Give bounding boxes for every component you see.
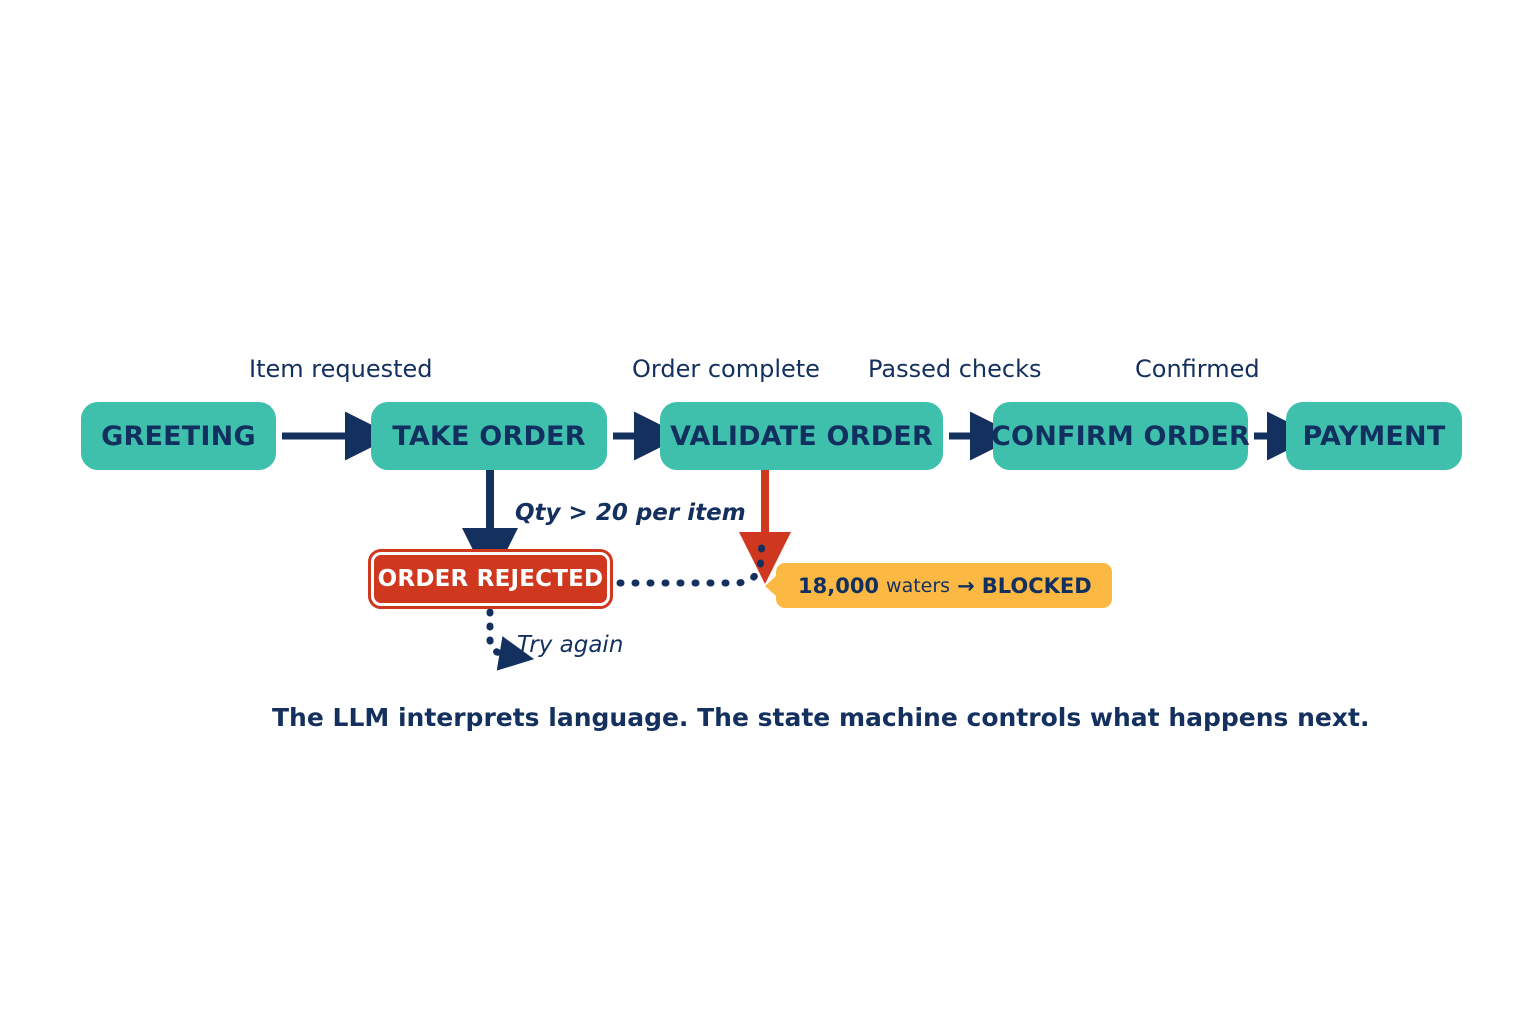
edge-label-try-again: Try again bbox=[517, 632, 624, 658]
state-validate-order-label: VALIDATE ORDER bbox=[670, 420, 933, 452]
state-order-rejected-label: ORDER REJECTED bbox=[377, 566, 604, 592]
state-greeting[interactable]: GREETING bbox=[81, 402, 276, 470]
blocked-callout-badge: 18,000 waters → BLOCKED bbox=[776, 563, 1112, 608]
badge-verdict: BLOCKED bbox=[981, 573, 1092, 598]
state-greeting-label: GREETING bbox=[101, 420, 256, 452]
edge-label-qty-threshold: Qty > 20 per item bbox=[515, 500, 746, 526]
dotted-connector-rejected-to-badge bbox=[616, 537, 766, 587]
state-take-order[interactable]: TAKE ORDER bbox=[371, 402, 607, 470]
edge-label-item-requested: Item requested bbox=[249, 355, 433, 383]
state-confirm-order[interactable]: CONFIRM ORDER bbox=[991, 402, 1250, 470]
badge-unit: waters bbox=[886, 574, 951, 597]
edge-label-passed-checks: Passed checks bbox=[868, 355, 1042, 383]
edge-label-confirmed: Confirmed bbox=[1135, 355, 1260, 383]
state-order-rejected[interactable]: ORDER REJECTED bbox=[368, 549, 613, 609]
dotted-connector-try-again bbox=[486, 608, 535, 671]
state-take-order-label: TAKE ORDER bbox=[392, 420, 586, 452]
state-validate-order[interactable]: VALIDATE ORDER bbox=[660, 402, 943, 470]
badge-arrow-icon: → bbox=[957, 573, 975, 598]
state-payment[interactable]: PAYMENT bbox=[1286, 402, 1462, 470]
caption-lead: The LLM interprets language. The state m… bbox=[272, 703, 967, 732]
state-payment-label: PAYMENT bbox=[1302, 420, 1446, 452]
edge-label-order-complete: Order complete bbox=[632, 355, 820, 383]
diagram-caption: The LLM interprets language. The state m… bbox=[272, 703, 1369, 732]
badge-quantity: 18,000 bbox=[798, 573, 880, 598]
caption-emphasis: controls what happens next. bbox=[966, 703, 1370, 732]
state-confirm-order-label: CONFIRM ORDER bbox=[991, 420, 1250, 452]
